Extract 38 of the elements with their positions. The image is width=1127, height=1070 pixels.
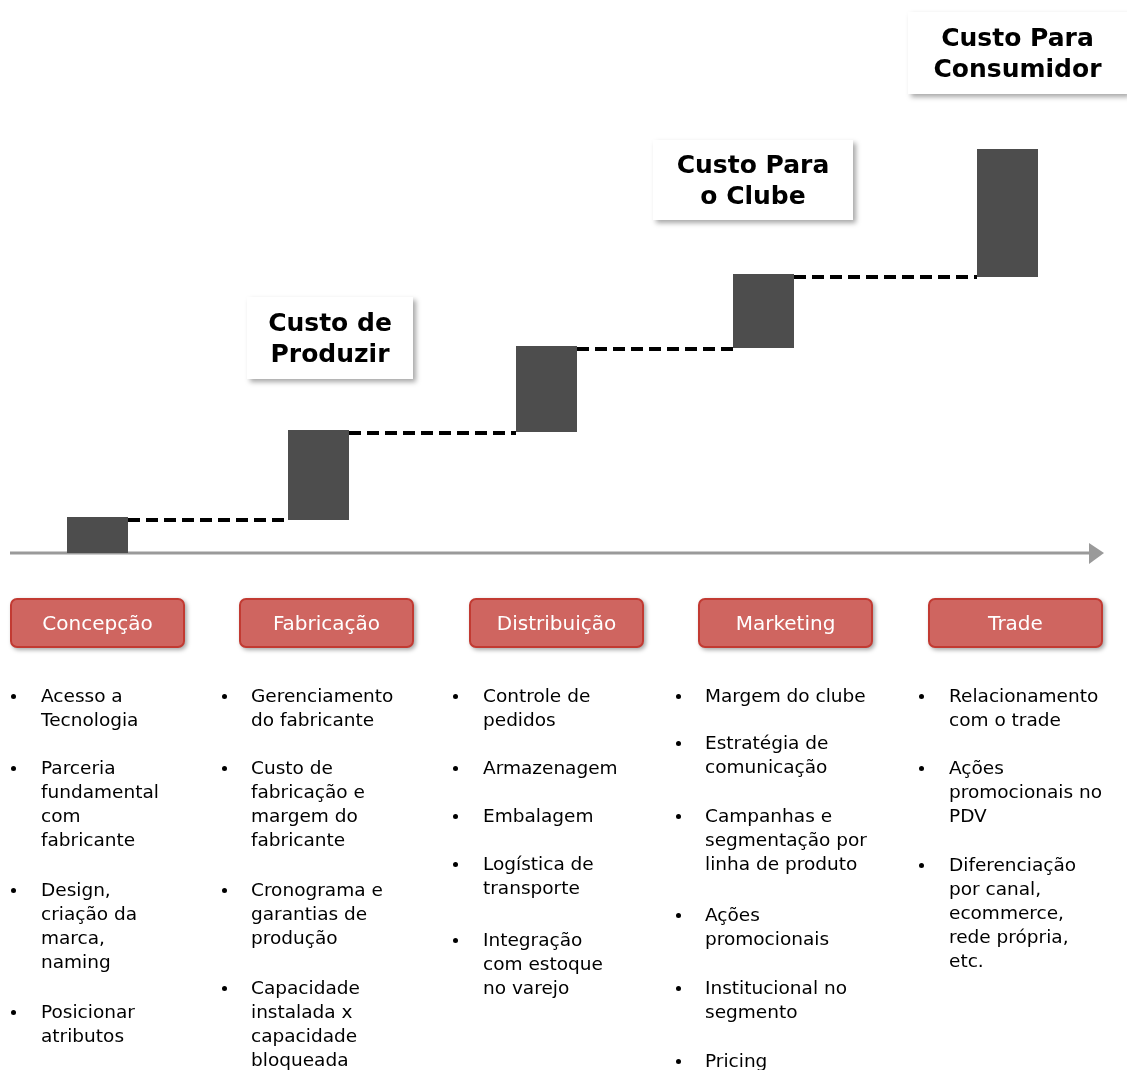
bullet-text: Gerenciamento do fabricante (251, 684, 395, 732)
bullet-text: Ações promocionais (705, 903, 831, 951)
bullet-text: Capacidade instalada x capacidade bloqueada (251, 976, 361, 1070)
bullet-text: Armazenagem (483, 756, 619, 780)
bullet-text: Pricing (705, 1049, 769, 1070)
step-bar (733, 274, 794, 348)
bullet-text: Institucional no segmento (705, 976, 848, 1024)
bullet-text: Campanhas e segmentação por linha de produto (705, 804, 868, 876)
bullet-text: Embalagem (483, 804, 595, 828)
bullet-text: Integração com estoque no varejo (483, 928, 604, 1000)
dashed-connector (577, 347, 733, 351)
callout-box: Custo Para o Clube (653, 140, 853, 220)
stage-box: Marketing (698, 598, 873, 648)
stage-box: Trade (928, 598, 1103, 648)
bullet-text: Estratégia de comunicação (705, 731, 830, 779)
bullet-text: Design, criação da marca, naming (41, 878, 139, 974)
bullet-text: Diferenciação por canal, ecommerce, rede própria, etc. (949, 853, 1078, 973)
bullet-text: Margem do clube (705, 684, 867, 708)
step-bar (67, 517, 128, 553)
dashed-connector (349, 431, 516, 435)
bullet-text: Ações promocionais no PDV (949, 756, 1103, 828)
bullet-text: Cronograma e garantias de produção (251, 878, 384, 950)
bullet-text: Acesso a Tecnologia (41, 684, 140, 732)
bullet-text: Parceria fundamental com fabricante (41, 756, 160, 852)
bullet-text: Posicionar atributos (41, 1000, 136, 1048)
callout-box: Custo Para Consumidor (908, 12, 1127, 94)
step-bar (288, 430, 349, 520)
stage-box: Fabricação (239, 598, 414, 648)
stage-box: Concepção (10, 598, 185, 648)
bullet-text: Relacionamento com o trade (949, 684, 1100, 732)
dashed-connector (794, 275, 977, 279)
step-bar (516, 346, 577, 432)
callout-box: Custo de Produzir (247, 297, 413, 379)
bullet-text: Custo de fabricação e margem do fabricante (251, 756, 366, 852)
bullet-text: Logística de transporte (483, 852, 595, 900)
stage-box: Distribuição (469, 598, 644, 648)
bullet-text: Controle de pedidos (483, 684, 592, 732)
step-bar (977, 149, 1038, 277)
